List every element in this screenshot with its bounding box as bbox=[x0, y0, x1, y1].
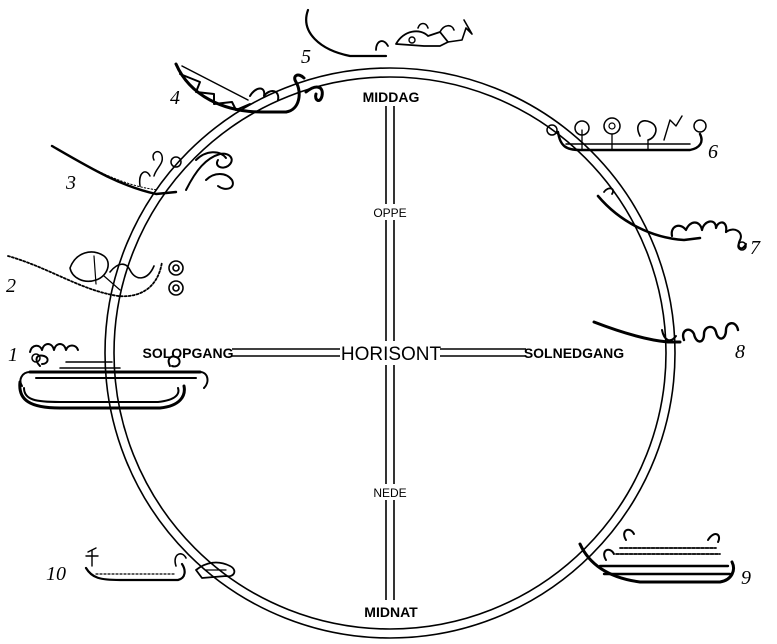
ship-2-drawing bbox=[8, 252, 183, 296]
label-oppe: OPPE bbox=[373, 206, 406, 220]
label-midnat: MIDNAT bbox=[364, 604, 418, 620]
ship-number-9: 9 bbox=[741, 567, 751, 589]
ship-3-drawing bbox=[52, 146, 233, 194]
ship-number-5: 5 bbox=[301, 46, 311, 68]
label-solnedgang: SOLNEDGANG bbox=[524, 345, 624, 361]
ship-4-drawing bbox=[176, 64, 322, 112]
label-nede: NEDE bbox=[373, 486, 406, 500]
ship-5-drawing bbox=[306, 10, 472, 56]
ship-number-6: 6 bbox=[708, 141, 718, 163]
ship-7-drawing bbox=[598, 188, 746, 250]
ship-number-2: 2 bbox=[6, 275, 16, 297]
ship-number-1: 1 bbox=[8, 344, 18, 366]
ship-number-10: 10 bbox=[46, 563, 66, 585]
ship-number-3: 3 bbox=[65, 172, 76, 194]
ship-number-8: 8 bbox=[735, 341, 745, 363]
label-solopgang: SOLOPGANG bbox=[142, 345, 233, 361]
label-middag: MIDDAG bbox=[363, 89, 420, 105]
ship-number-4: 4 bbox=[170, 87, 180, 109]
ship-9-drawing bbox=[580, 530, 734, 582]
ship-number-7: 7 bbox=[750, 237, 761, 259]
label-horisont: HORISONT bbox=[341, 344, 442, 365]
